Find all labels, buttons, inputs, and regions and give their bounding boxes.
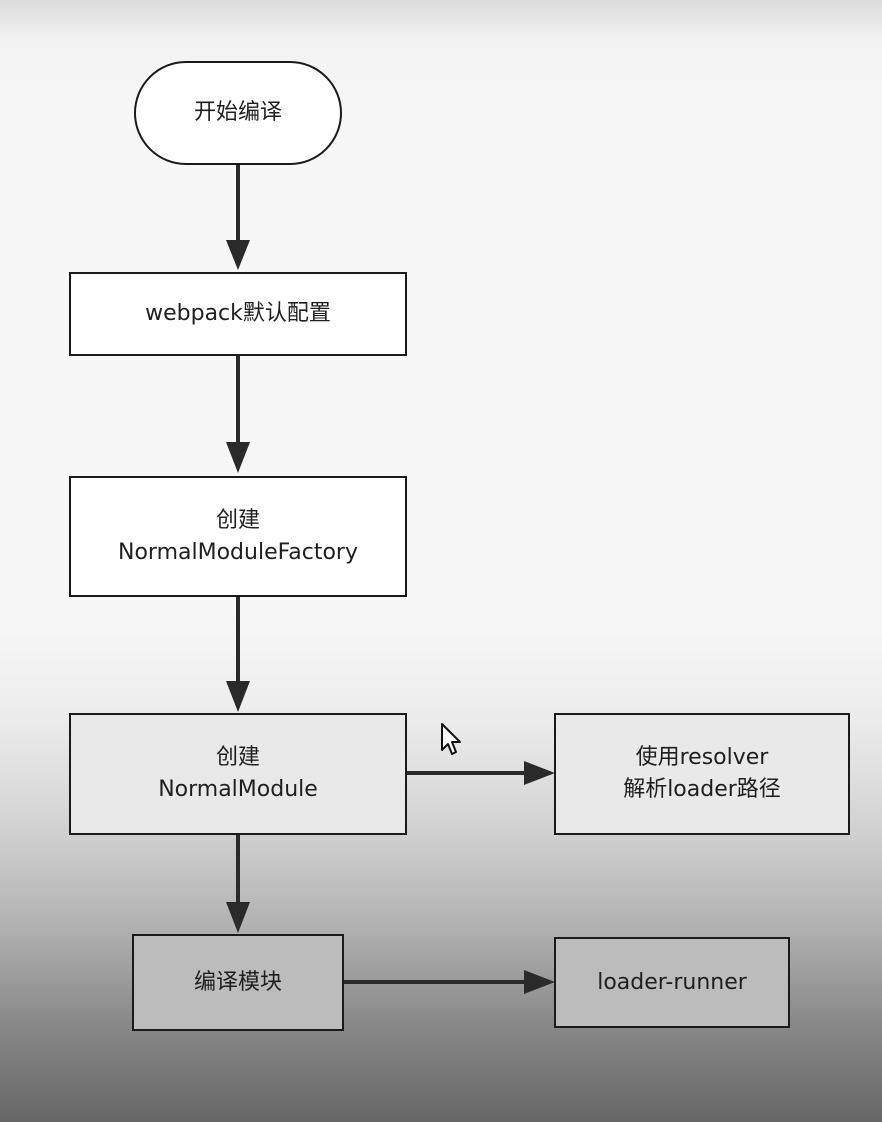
start-label: 开始编译 xyxy=(193,100,282,125)
resolve-loader-node: 使用resolver 解析loader路径 xyxy=(554,713,850,835)
loader-runner-node: loader-runner xyxy=(554,937,790,1028)
start-node: 开始编译 xyxy=(134,61,342,165)
create-module-node: 创建 NormalModule xyxy=(69,713,407,835)
resolve-loader-line1: 使用resolver xyxy=(635,745,769,770)
arrow-start-to-config xyxy=(226,165,250,270)
create-factory-line1: 创建 xyxy=(215,507,260,533)
create-factory-node: 创建 NormalModuleFactory xyxy=(69,476,407,597)
arrow-factory-to-module xyxy=(226,596,250,712)
create-module-line1: 创建 xyxy=(215,745,260,770)
arrow-config-to-factory xyxy=(226,355,250,473)
compile-module-label: 编译模块 xyxy=(193,969,282,995)
arrow-module-to-resolver xyxy=(406,761,555,785)
default-config-node: webpack默认配置 xyxy=(69,272,407,356)
arrow-module-to-compile xyxy=(226,834,250,933)
resolve-loader-line2: 解析loader路径 xyxy=(623,777,781,802)
loader-runner-label: loader-runner xyxy=(597,969,747,995)
arrow-compile-to-loader-runner xyxy=(344,970,555,994)
compile-module-node: 编译模块 xyxy=(132,934,344,1031)
default-config-label: webpack默认配置 xyxy=(145,301,331,326)
create-module-line2: NormalModule xyxy=(158,777,318,802)
create-factory-line2: NormalModuleFactory xyxy=(118,539,358,565)
mouse-pointer-icon xyxy=(441,723,461,755)
